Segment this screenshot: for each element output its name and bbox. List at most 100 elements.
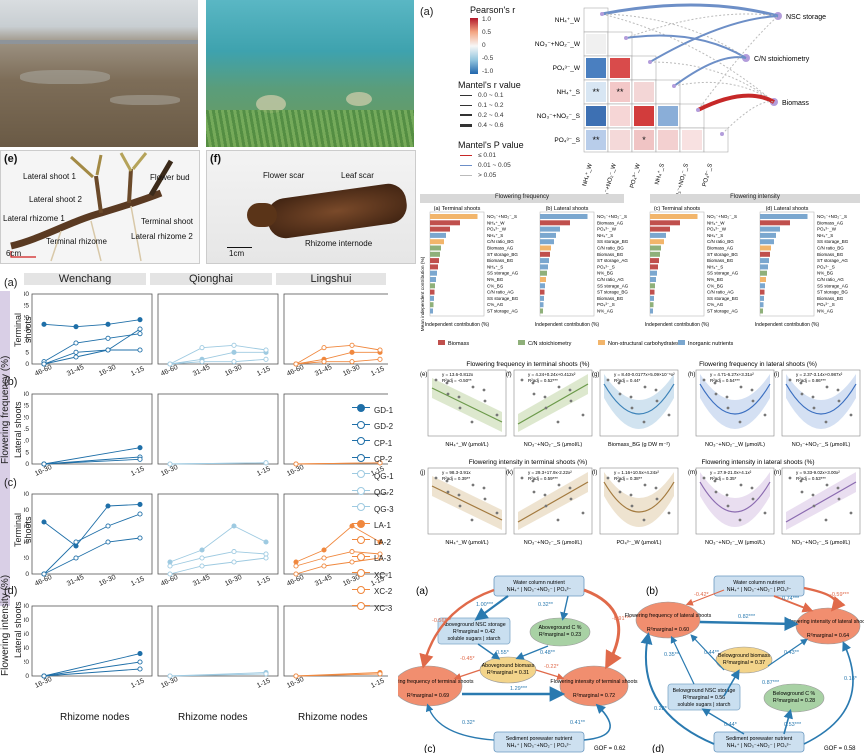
y-tick-label: 15 <box>24 326 29 333</box>
ann-lateral-rhizome-2: Lateral rhizome 2 <box>131 232 193 241</box>
x-tick-label: 1-15 <box>370 366 386 378</box>
sem-right-coef: 0.82*** <box>738 614 756 620</box>
y-tick-label: 10 <box>24 338 29 345</box>
scatter-point <box>702 476 706 480</box>
importance-legend-label: C/N stoichiometry <box>528 341 572 347</box>
scatter-r2: R²adj = 0.39** <box>442 476 470 481</box>
scatter-point <box>617 479 621 483</box>
sem-left-path <box>560 595 569 621</box>
mantel-r-item: 0.2 ~ 0.4 <box>460 112 503 119</box>
mantel-link <box>649 15 779 63</box>
scatter-point <box>532 392 536 396</box>
mantel-link <box>721 101 775 135</box>
line-panel-frame <box>283 293 388 365</box>
series-line <box>295 673 381 677</box>
y-tick-label: 20 <box>24 659 29 666</box>
y-tick-label: 25 <box>24 303 29 310</box>
importance-bar-label: NH₄⁺_S <box>707 233 723 238</box>
mantel-link <box>601 3 779 18</box>
importance-legend-label: Non-structural carbohydrates <box>608 341 679 347</box>
scatter-point <box>713 479 717 483</box>
scatter-point <box>642 518 646 522</box>
importance-x-title: Independent contribution (%) <box>535 322 600 328</box>
series-line <box>295 358 381 365</box>
importance-bar-label: C/N ratio_BG <box>707 239 734 244</box>
series-point <box>293 461 299 467</box>
importance-bar-label: Biomass_AG <box>487 246 514 251</box>
corr-diag-cell <box>703 127 729 153</box>
scatter-point <box>606 378 610 382</box>
scatter-point <box>655 399 659 403</box>
y-tick-label: 10 <box>24 438 29 445</box>
importance-bar-label: C%_BG <box>707 283 724 288</box>
site-header-qionghai: Qionghai <box>150 273 272 285</box>
series-point <box>73 349 79 355</box>
importance-x-title: Independent contribution (%) <box>755 322 820 328</box>
photo-e-label: (e) <box>4 153 18 165</box>
panel-a-right-label: (a) <box>420 6 434 18</box>
scatter-equation: y = 9.33-9.02x+3.00x² <box>796 470 840 475</box>
y-tick-label: 20 <box>24 555 29 562</box>
corr-star: ** <box>592 87 600 97</box>
series-point <box>137 511 143 517</box>
scatter-panel-label: (n) <box>774 470 781 476</box>
scatter-point <box>849 511 853 515</box>
sem-right-path <box>701 708 745 735</box>
importance-bar-label: NO₃⁻+NO₂⁻_S <box>597 214 627 219</box>
scatter-r2: R²adj = 0.52*** <box>528 378 558 383</box>
row-label-d: (d) <box>4 585 18 597</box>
scatter-point <box>568 486 572 490</box>
scatter-point <box>457 395 461 399</box>
mantel-source-node <box>624 36 628 40</box>
sem-left-coef: 0.32** <box>538 602 554 608</box>
sem-right-bottom-label: (d) <box>652 744 664 753</box>
sem-right-ff-ellipse-text: Flowering frequency of lateral shoots <box>625 613 712 619</box>
corr-row-label: NO₃⁻+NO₂⁻_W <box>535 41 581 48</box>
y-tick-label: 25 <box>24 403 29 410</box>
series-line <box>169 525 267 563</box>
sem-right-bio-ellipse-text: Belowground biomass <box>718 653 770 659</box>
scatter-point <box>812 406 816 410</box>
sem-left-coef: -0.56*** <box>432 618 452 624</box>
x-tick-label: 1-15 <box>130 466 146 478</box>
scatter-point <box>739 483 743 487</box>
legend-item: QG-2 <box>352 485 394 501</box>
importance-bar <box>430 308 433 314</box>
importance-legend-swatch <box>518 340 525 345</box>
sem-right-gof: GOF = 0.58 <box>824 746 856 752</box>
series-line <box>43 447 141 465</box>
x-tick-label: 31-45 <box>314 364 333 378</box>
importance-bar <box>650 283 655 289</box>
sem-left-fi-ellipse-text: Flowering intensity of terminal shoots <box>550 679 637 685</box>
importance-subtitle: (c) Terminal shoots <box>654 206 701 212</box>
importance-bar-label: NO₃⁻+NO₂⁻_S <box>707 214 737 219</box>
scatter-equation: y = 8.40-0.0177x+5.09×10⁻⁶x² <box>614 372 675 377</box>
scatter-point <box>837 497 841 501</box>
y-tick-label: 80 <box>24 617 29 624</box>
sem-right-coef: 0.53*** <box>784 722 802 728</box>
sem-left-path <box>453 669 481 680</box>
scatter-x-title: PO₄³⁻_W (μmol/L) <box>617 540 662 546</box>
importance-bar-label: NH₄⁺_S <box>487 233 503 238</box>
sem-left-water-box-text: Water column nutrient <box>513 580 565 586</box>
mantel-link <box>697 15 779 111</box>
x-tick-label: 16-30 <box>224 574 243 588</box>
series-line <box>169 358 267 365</box>
series-point <box>137 651 143 657</box>
scatter-equation: y = 29.3+17.9x-2.22x² <box>528 470 572 475</box>
scatter-point <box>458 406 462 410</box>
importance-bar <box>540 220 570 226</box>
scatter-point <box>483 399 487 403</box>
scatter-point <box>825 385 829 389</box>
sem-right-coef: 0.43** <box>784 650 800 656</box>
scatter-point <box>630 504 634 508</box>
scatter-point <box>471 483 475 487</box>
series-point <box>105 321 111 327</box>
corr-square <box>610 130 630 150</box>
corr-square <box>586 34 606 54</box>
scatter-point <box>606 476 610 480</box>
legend-item: QG-3 <box>352 501 394 517</box>
series-point <box>137 456 143 462</box>
corr-row-label: PO₄³⁻_W <box>553 65 581 72</box>
series-line <box>169 551 267 567</box>
